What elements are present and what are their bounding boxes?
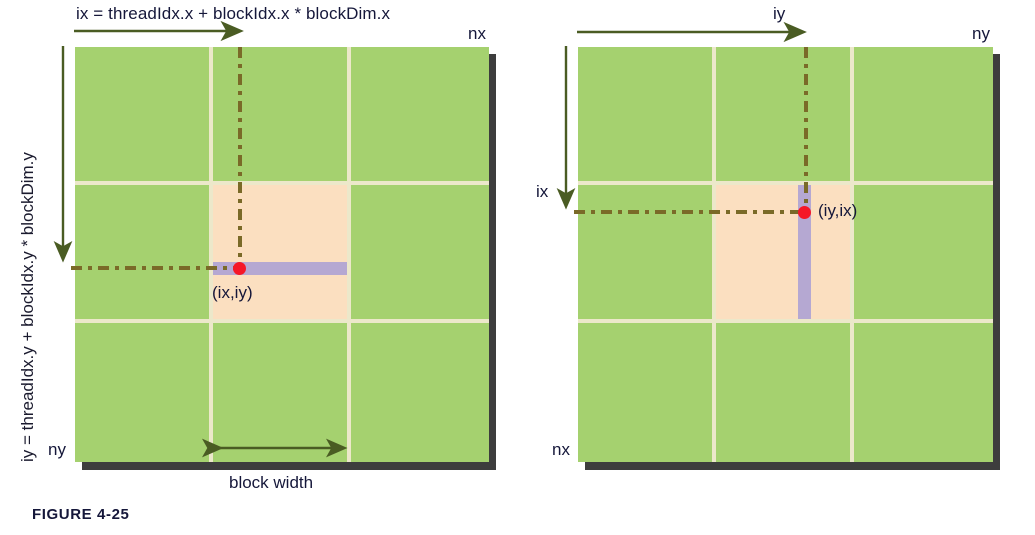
right-cell-r1c1-highlight xyxy=(716,185,850,319)
right-cell-r1c2 xyxy=(854,185,993,319)
right-top-label-iy: iy xyxy=(773,4,786,23)
right-cell-r2c0 xyxy=(578,323,712,462)
left-side-formula: iy = threadIdx.y + blockIdx.y * blockDim… xyxy=(18,152,37,462)
right-grid xyxy=(578,47,993,462)
right-cell-r1c0 xyxy=(578,185,712,319)
right-cell-r2c2 xyxy=(854,323,993,462)
right-cell-r2c1 xyxy=(716,323,850,462)
right-thread-point xyxy=(798,206,811,219)
left-label-nx: nx xyxy=(468,24,486,43)
right-side-label-ix: ix xyxy=(536,182,549,201)
right-guide-vertical xyxy=(804,47,808,215)
right-guide-horizontal xyxy=(574,210,808,214)
right-cell-r0c0 xyxy=(578,47,712,181)
left-top-formula: ix = threadIdx.x + blockIdx.x * blockDim… xyxy=(76,4,391,23)
left-grid xyxy=(75,47,489,462)
left-label-ny: ny xyxy=(48,440,66,459)
left-cell-r1c0 xyxy=(75,185,209,319)
left-thread-point xyxy=(233,262,246,275)
left-block-width-label: block width xyxy=(229,473,314,492)
right-side-arrow-icon xyxy=(556,46,576,210)
left-cell-r2c0 xyxy=(75,323,209,462)
left-thread-row-bar xyxy=(213,262,347,275)
left-cell-r0c1 xyxy=(213,47,347,181)
left-cell-r0c2 xyxy=(351,47,489,181)
right-cell-r0c2 xyxy=(854,47,993,181)
left-cell-r1c1-highlight xyxy=(213,185,347,319)
right-top-arrow-icon xyxy=(577,21,807,43)
right-label-ny: ny xyxy=(972,24,990,43)
left-cell-r0c0 xyxy=(75,47,209,181)
right-cell-r0c1 xyxy=(716,47,850,181)
figure-caption: FIGURE 4-25 xyxy=(32,506,130,523)
right-point-label: (iy,ix) xyxy=(818,201,858,220)
left-cell-r2c2 xyxy=(351,323,489,462)
left-top-arrow-icon xyxy=(74,20,244,42)
left-cell-r1c2 xyxy=(351,185,489,319)
left-guide-vertical xyxy=(238,47,242,269)
left-point-label: (ix,iy) xyxy=(212,283,253,302)
right-label-nx: nx xyxy=(552,440,570,459)
left-block-width-arrow-icon xyxy=(202,438,348,458)
left-side-arrow-icon xyxy=(53,46,73,263)
left-guide-horizontal xyxy=(71,266,243,270)
